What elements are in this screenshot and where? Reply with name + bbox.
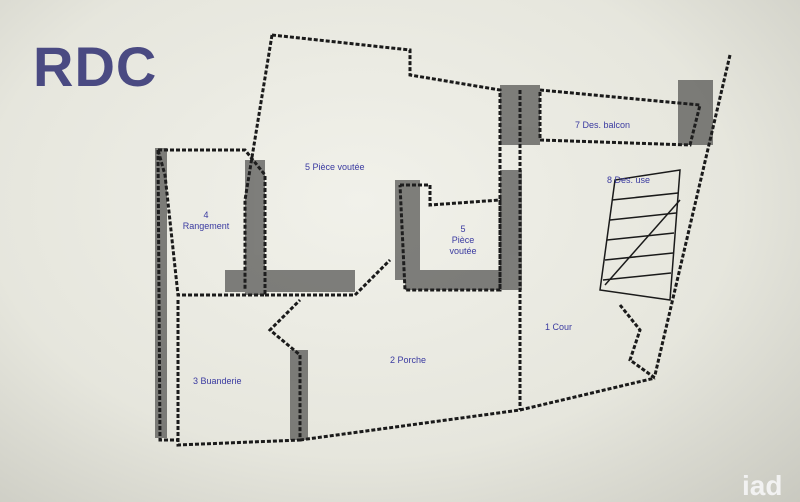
room-label-rangement: 4 Rangement [176, 210, 236, 232]
room-label-buanderie: 3 Buanderie [193, 376, 242, 386]
room-name: Pièce [451, 235, 475, 245]
wall-cour-right [618, 304, 656, 380]
iad-logo-icon [0, 0, 110, 120]
room-label-balcon: 7 Des. balcon [575, 120, 631, 130]
wall-porche-top [265, 258, 392, 297]
wall-balcon [538, 88, 702, 147]
room-label-porche: 2 Porche [390, 355, 427, 365]
room-label-degagement: 8 Des. use [607, 175, 651, 185]
wall-bottom [299, 376, 656, 442]
wall-left-main [243, 34, 274, 290]
room-name: Rangement [182, 221, 230, 231]
floor-title: RDC [33, 35, 158, 98]
hatched-walls [155, 80, 713, 440]
room-number: 5 [460, 224, 466, 234]
room-label-cour: 1 Cour [545, 322, 573, 332]
room-label-piece-voutee-2: 5 Pièce voutée [438, 224, 488, 257]
room-number: 4 [203, 210, 209, 220]
stairs [599, 169, 681, 301]
room-name-2: voutée [449, 246, 477, 256]
room-label-piece-voutee: 5 Pièce voutée [305, 162, 365, 172]
iad-logo-text: iad [742, 470, 783, 501]
wall-main-top [271, 33, 502, 290]
wall-buanderie [176, 298, 302, 447]
wall-right [653, 54, 732, 376]
